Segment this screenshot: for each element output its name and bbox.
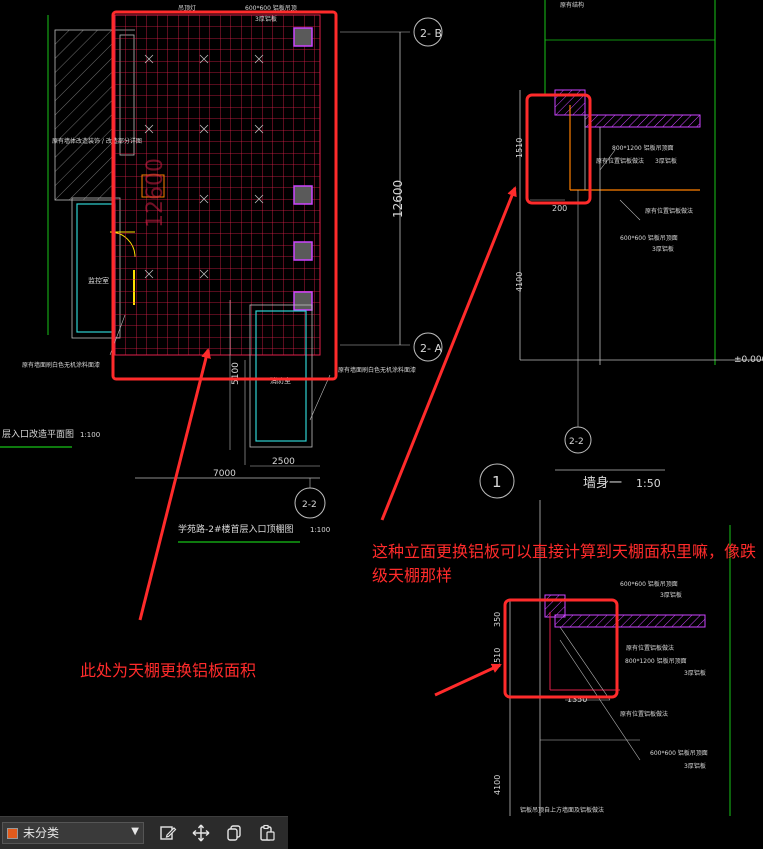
note-section-2: 原有位置铝板做法: [596, 157, 644, 165]
axis-label-2-2a: 2-2: [302, 500, 317, 510]
dim-1510-upper: 1510: [515, 138, 524, 158]
elevation-zero: ±0.000: [734, 355, 763, 365]
axis-label-2a: 2- A: [420, 342, 442, 355]
markup-box-lower-section: [503, 598, 619, 699]
edit-icon: [160, 826, 177, 840]
move-button[interactable]: [188, 821, 214, 845]
paste-button[interactable]: [254, 821, 280, 845]
annotation-question: 这种立面更换铝板可以直接计算到天棚面积里嘛，像跌级天棚那样: [372, 542, 757, 585]
dim-12600-overlay: 12600: [143, 158, 168, 228]
wall-section-scale: 1:50: [636, 477, 661, 490]
wall-section-title: 墙身一: [583, 475, 622, 491]
dim-4100-upper: 4100: [515, 272, 524, 292]
note-section-1: 800*1200 铝板吊顶面: [612, 144, 674, 152]
move-icon: [192, 824, 210, 842]
note-lower-2: 3厚铝板: [660, 591, 682, 599]
dim-7000: 7000: [213, 469, 236, 479]
note-lower-7: 600*600 铝板吊顶面: [650, 749, 708, 757]
note-ceiling-thickness: 3厚铝板: [255, 15, 277, 23]
note-lower-8: 3厚铝板: [684, 762, 706, 770]
note-lower-bottom: 铝板吊顶自上方墙面及铝板做法: [520, 806, 604, 814]
arrow-to-upper-section: [380, 186, 517, 521]
note-left-bottom: 原有墙面刷白色无机涂料面漆: [22, 361, 100, 369]
copy-button[interactable]: [221, 821, 247, 845]
note-section-4: 原有位置铝板做法: [645, 207, 693, 215]
note-lower-3: 原有位置铝板做法: [626, 644, 674, 652]
arrow-to-ceiling: [138, 348, 211, 621]
markup-box-ceiling: [111, 10, 338, 381]
note-right-wall: 原有墙面刷白色无机涂料面漆: [338, 366, 416, 374]
dim-5100: 5100: [231, 362, 241, 385]
dim-350: 350: [493, 612, 502, 627]
bottom-toolbar: 未分类 ▼: [0, 816, 288, 849]
dim-2500: 2500: [272, 457, 295, 467]
note-lower-5: 3厚铝板: [684, 669, 706, 677]
chevron-down-icon: ▼: [131, 826, 139, 837]
edit-button[interactable]: [155, 821, 181, 845]
axis-label-1: 1: [492, 473, 502, 491]
note-lower-6: 原有位置铝板做法: [620, 710, 668, 718]
ceiling-plan-title: 学苑路-2#楼首层入口顶棚图: [178, 523, 294, 535]
wall-section-upper: [519, 0, 763, 454]
ceiling-plan: [0, 14, 443, 543]
dim-4100-lower: 4100: [493, 775, 502, 795]
layer-color-swatch: [7, 828, 18, 839]
note-section-structure: 原有结构: [560, 1, 584, 9]
dim-200: 200: [552, 204, 567, 213]
ceiling-plan-scale: 1:100: [310, 526, 330, 534]
axis-label-2b: 2- B: [420, 27, 442, 40]
left-plan-scale: 1:100: [80, 431, 100, 439]
dim-1350: 1350: [567, 695, 587, 704]
note-lower-4: 800*1200 铝板吊顶面: [625, 657, 687, 665]
room-monitor: 监控室: [88, 276, 109, 285]
note-section-6: 3厚铝板: [652, 245, 674, 253]
copy-icon: [227, 825, 241, 841]
note-section-5: 600*600 铝板吊顶面: [620, 234, 678, 242]
left-plan-title: 层入口改造平面图: [2, 428, 74, 440]
paste-icon: [260, 824, 275, 841]
markup-box-upper-section: [525, 93, 592, 205]
cad-labels: 2- B 2- A 2-2 2-2 1 12600 12600 7000 250…: [2, 1, 763, 814]
layer-dropdown[interactable]: 未分类 ▼: [2, 822, 144, 844]
arrow-to-lower-section: [434, 663, 502, 697]
note-left-wall: 原有墙体改造装饰 / 改造部分详图: [52, 137, 142, 145]
wall-section-lower: [479, 463, 731, 816]
annotation-answer: 此处为天棚更换铝板面积: [80, 661, 257, 680]
note-lower-1: 600*600 铝板吊顶面: [620, 580, 678, 588]
dim-1510-lower: 1510: [493, 648, 502, 668]
note-ceiling-panel: 600*600 铝板吊顶: [245, 4, 297, 12]
dim-12600: 12600: [391, 180, 405, 218]
note-section-3: 3厚铝板: [655, 157, 677, 165]
red-markup: [111, 10, 619, 699]
axis-label-2-2b: 2-2: [569, 437, 584, 447]
layer-name-label: 未分类: [23, 826, 60, 840]
note-ceiling-lamp: 吊顶灯: [178, 4, 196, 12]
cad-drawing-canvas[interactable]: 2- B 2- A 2-2 2-2 1 12600 12600 7000 250…: [0, 0, 763, 816]
